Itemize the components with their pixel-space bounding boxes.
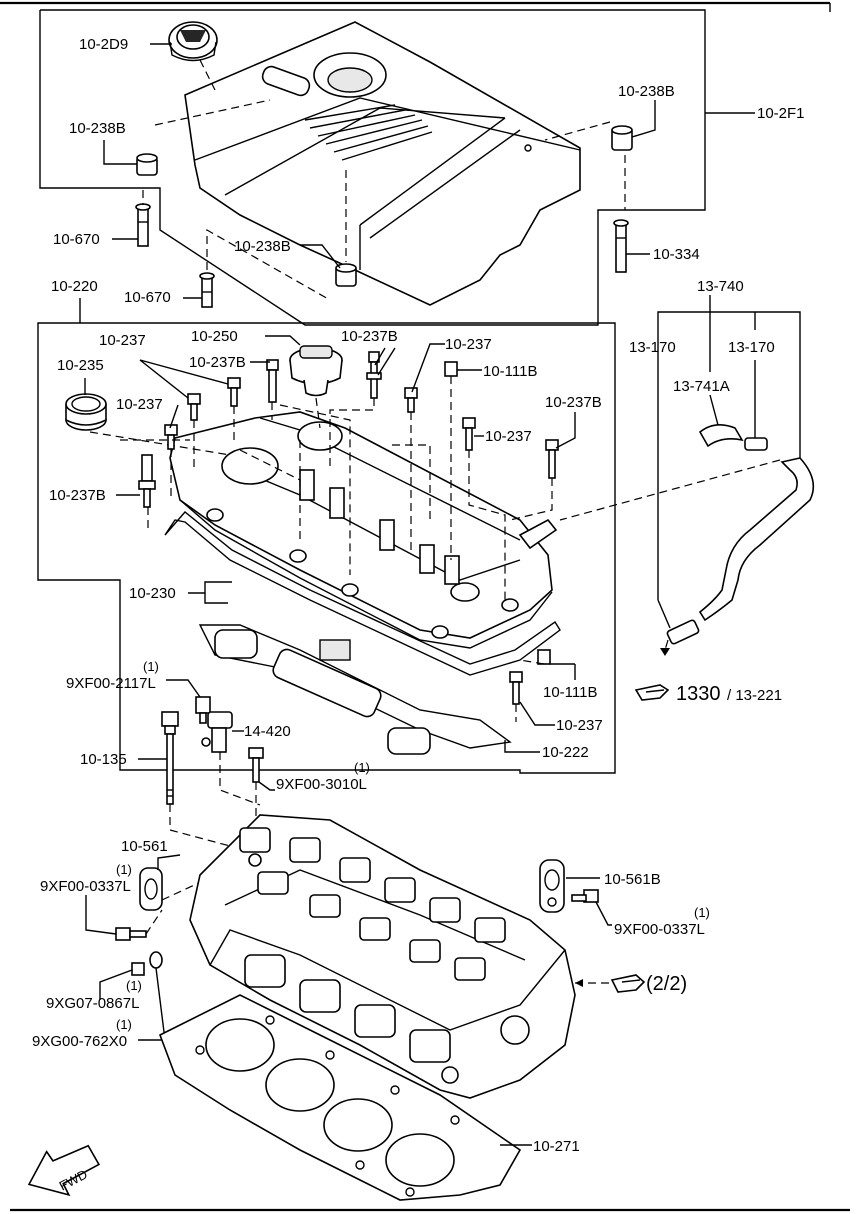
label-10-222: 10-222 bbox=[542, 744, 589, 761]
label-10-334: 10-334 bbox=[653, 246, 700, 263]
label-9XF00-0337L: 9XF00-0337L bbox=[40, 878, 131, 895]
label-9XG07-0867L: 9XG07-0867L bbox=[46, 995, 139, 1012]
label-10-237B: 10-237B bbox=[189, 354, 246, 371]
cover-ribs bbox=[304, 104, 433, 161]
label-10-238B: 10-238B bbox=[234, 238, 291, 255]
cylinder-head-cover bbox=[169, 411, 553, 639]
gasket-10-561 bbox=[139, 867, 163, 911]
grommet-10-238B-left bbox=[136, 153, 158, 176]
label-qty: (1) bbox=[143, 659, 159, 674]
spark-plug-gasket-10-222 bbox=[198, 624, 512, 749]
label-ref-2-2[interactable]: (2/2) bbox=[646, 973, 687, 995]
label-ref-13-221[interactable]: / 13-221 bbox=[727, 687, 782, 704]
label-10-238B: 10-238B bbox=[618, 83, 675, 100]
cover-bosses bbox=[206, 469, 519, 639]
label-10-561B: 10-561B bbox=[604, 871, 661, 888]
label-10-238B: 10-238B bbox=[69, 120, 126, 137]
label-10-237B: 10-237B bbox=[341, 328, 398, 345]
label-10-561: 10-561 bbox=[121, 838, 168, 855]
label-qty: (1) bbox=[116, 862, 132, 877]
label-10-271: 10-271 bbox=[533, 1138, 580, 1155]
oil-filler-cap-10-250 bbox=[289, 345, 343, 397]
pointing-hand-icon bbox=[610, 974, 646, 993]
grommet-10-238B-mid bbox=[335, 263, 357, 287]
engine-cover bbox=[184, 21, 581, 306]
label-13-170: 13-170 bbox=[728, 339, 775, 356]
fwd-arrow-icon bbox=[27, 1144, 101, 1197]
pcv-hose-group bbox=[559, 295, 815, 656]
label-10-135: 10-135 bbox=[80, 751, 127, 768]
label-10-250: 10-250 bbox=[191, 328, 238, 345]
head-cover-group bbox=[37, 298, 616, 774]
label-9XG00-762X0: 9XG00-762X0 bbox=[32, 1033, 127, 1050]
label-14-420: 14-420 bbox=[244, 723, 291, 740]
gasket-bores bbox=[195, 1015, 460, 1197]
head-bolt-10-135 bbox=[161, 711, 179, 805]
stud-10-670-upper bbox=[135, 203, 151, 247]
bolt-9XF00-3010L bbox=[248, 747, 264, 783]
label-13-741A: 13-741A bbox=[673, 378, 730, 395]
label-10-670: 10-670 bbox=[124, 289, 171, 306]
label-qty: (1) bbox=[126, 978, 142, 993]
hose-13-170 bbox=[698, 457, 815, 622]
washer-9XG07-0867L bbox=[131, 962, 145, 976]
label-ref-1330[interactable]: 1330 bbox=[676, 683, 721, 705]
engine-cover-group bbox=[39, 9, 755, 326]
labels: 10-2D9 10-238B 10-238B 10-2F1 10-670 10-… bbox=[32, 36, 805, 1194]
label-qty: (1) bbox=[694, 905, 710, 920]
label-10-237: 10-237 bbox=[556, 717, 603, 734]
seal-10-235 bbox=[65, 393, 107, 431]
label-10-237: 10-237 bbox=[485, 428, 532, 445]
gasket-10-561B bbox=[539, 859, 565, 913]
bolts-group bbox=[138, 351, 559, 705]
cylinder-head-details bbox=[239, 827, 530, 1084]
label-10-111B: 10-111B bbox=[483, 363, 538, 380]
label-10-237B: 10-237B bbox=[545, 394, 602, 411]
bolt-9XF00-0337L-right bbox=[571, 889, 599, 903]
label-9XF00-3010L: 9XF00-3010L bbox=[276, 776, 367, 793]
label-10-230: 10-230 bbox=[129, 585, 176, 602]
label-10-237: 10-237 bbox=[99, 332, 146, 349]
filler-cap-10-2D9 bbox=[168, 21, 218, 62]
bolt-9XF00-2117L bbox=[195, 696, 211, 724]
label-10-111B: 10-111B bbox=[543, 684, 598, 701]
pointing-hand-icon bbox=[634, 684, 670, 701]
stud-10-334 bbox=[613, 219, 629, 273]
label-qty: (1) bbox=[354, 760, 370, 775]
solenoid-14-420 bbox=[201, 711, 233, 753]
label-9XF00-0337L: 9XF00-0337L bbox=[614, 921, 705, 938]
label-10-235: 10-235 bbox=[57, 357, 104, 374]
label-10-670: 10-670 bbox=[53, 231, 100, 248]
ref-2-2-link[interactable]: (2/2) bbox=[646, 973, 687, 995]
label-10-237: 10-237 bbox=[116, 396, 163, 413]
stud-10-670-lower bbox=[199, 272, 215, 308]
label-10-237: 10-237 bbox=[445, 336, 492, 353]
label-10-220: 10-220 bbox=[51, 278, 98, 295]
dashed-leaders-cover bbox=[120, 376, 553, 722]
cover-gasket-10-230 bbox=[164, 511, 561, 676]
hose-13-741A bbox=[698, 424, 744, 448]
label-10-237B: 10-237B bbox=[49, 487, 106, 504]
label-9XF00-2117L: 9XF00-2117L bbox=[66, 675, 156, 692]
plug-9XG00-762X0 bbox=[149, 951, 163, 969]
label-10-2F1: 10-2F1 bbox=[757, 105, 805, 122]
label-13-170: 13-170 bbox=[629, 339, 676, 356]
label-qty: (1) bbox=[116, 1017, 132, 1032]
label-13-740: 13-740 bbox=[697, 278, 744, 295]
label-10-2D9: 10-2D9 bbox=[79, 36, 128, 53]
ref-1330-link[interactable]: 1330 / 13-221 bbox=[676, 683, 782, 705]
bolt-9XF00-0337L-left bbox=[115, 927, 147, 941]
grommet-10-238B-right bbox=[611, 125, 633, 151]
